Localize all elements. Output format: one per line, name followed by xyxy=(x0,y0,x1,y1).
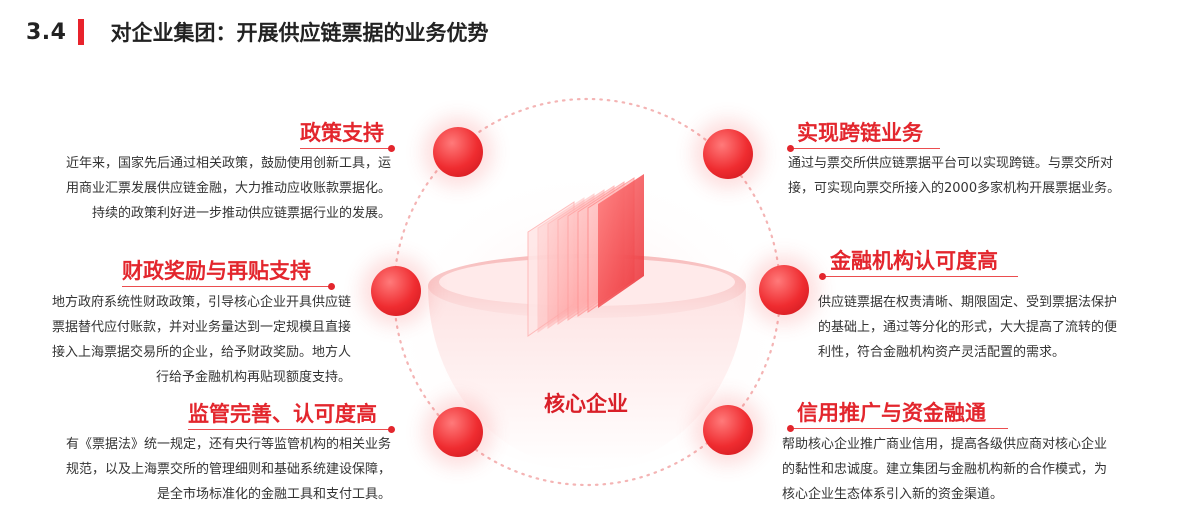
title-underline xyxy=(122,283,335,290)
text-line: 的黏性和忠诚度。建立集团与金融机构新的合作模式，为 xyxy=(782,462,1108,477)
text-line: 行给予金融机构再贴现额度支持。 xyxy=(155,370,351,385)
page-title: 对企业集团：开展供应链票据的业务优势 xyxy=(110,21,489,45)
item-text-fiscal: 地方政府系统性财政政策，引导核心企业开具供应链 票据替代应付账款，并对业务量达到… xyxy=(52,290,351,390)
text-line: 持续的政策利好进一步推动供应链票据行业的发展。 xyxy=(91,206,391,221)
title-underline xyxy=(787,145,940,152)
item-text-financial-recognition: 供应链票据在权责清晰、期限固定、受到票据法保护 的基础上，通过等分化的形式，大大… xyxy=(818,290,1117,365)
text-line: 核心企业生态体系引入新的资金渠道。 xyxy=(782,487,1004,502)
title-underline xyxy=(300,145,395,152)
title-underline xyxy=(819,273,1018,280)
item-title-regulation: 监管完善、认可度高 xyxy=(188,402,377,426)
text-line: 通过与票交所供应链票据平台可以实现跨链。与票交所对 xyxy=(788,156,1114,171)
section-header: 3.4 对企业集团：开展供应链票据的业务优势 xyxy=(26,16,488,48)
text-line: 近年来，国家先后通过相关政策，鼓励使用创新工具，运 xyxy=(65,156,391,171)
text-line: 是全市场标准化的金融工具和支付工具。 xyxy=(156,487,391,502)
item-title-policy: 政策支持 xyxy=(300,121,384,145)
item-text-cross-chain: 通过与票交所供应链票据平台可以实现跨链。与票交所对 接，可实现向票交所接入的20… xyxy=(788,151,1120,201)
text-line: 地方政府系统性财政政策，引导核心企业开具供应链 xyxy=(51,295,351,310)
text-line: 票据替代应付账款，并对业务量达到一定规模且直接 xyxy=(51,320,351,335)
text-line: 有《票据法》统一规定，还有央行等监管机构的相关业务 xyxy=(65,437,391,452)
node-dot-cross-chain xyxy=(703,129,753,179)
text-line: 的基础上，通过等分化的形式，大大提高了流转的便 xyxy=(818,320,1118,335)
text-line: 接，可实现向票交所接入的2000多家机构开展票据业务。 xyxy=(788,181,1121,196)
node-dot-policy xyxy=(433,127,483,177)
section-accent-bar xyxy=(78,19,85,45)
text-line: 用商业汇票发展供应链金融，大力推动应收账款票据化。 xyxy=(65,181,391,196)
item-title-cross-chain: 实现跨链业务 xyxy=(797,121,923,145)
node-dot-fiscal xyxy=(371,266,421,316)
stacked-documents-icon xyxy=(527,174,644,337)
node-dot-credit-financing xyxy=(703,405,753,455)
item-text-regulation: 有《票据法》统一规定，还有央行等监管机构的相关业务 规范，以及上海票交所的管理细… xyxy=(66,432,391,507)
item-text-policy: 近年来，国家先后通过相关政策，鼓励使用创新工具，运 用商业汇票发展供应链金融，大… xyxy=(66,151,391,226)
title-underline xyxy=(787,425,1008,432)
core-enterprise-label: 核心企业 xyxy=(544,392,628,416)
item-title-fiscal: 财政奖励与再贴支持 xyxy=(122,259,311,283)
bowl-body xyxy=(428,286,746,468)
text-line: 供应链票据在权责清晰、期限固定、受到票据法保护 xyxy=(818,295,1118,310)
title-underline xyxy=(188,426,395,433)
text-line: 帮助核心企业推广商业信用，提高各级供应商对核心企业 xyxy=(782,437,1108,452)
text-line: 接入上海票据交易所的企业，给予财政奖励。地方人 xyxy=(51,345,351,360)
text-line: 利性，符合金融机构资产灵活配置的需求。 xyxy=(818,345,1066,360)
item-title-financial-recognition: 金融机构认可度高 xyxy=(830,249,998,273)
item-text-credit-financing: 帮助核心企业推广商业信用，提高各级供应商对核心企业 的黏性和忠诚度。建立集团与金… xyxy=(782,432,1107,507)
text-line: 规范，以及上海票交所的管理细则和基础系统建设保障， xyxy=(65,462,391,477)
item-title-credit-financing: 信用推广与资金融通 xyxy=(797,401,986,425)
section-number: 3.4 xyxy=(26,19,67,45)
node-dot-regulation xyxy=(433,407,483,457)
node-dot-financial-recognition xyxy=(759,265,809,315)
